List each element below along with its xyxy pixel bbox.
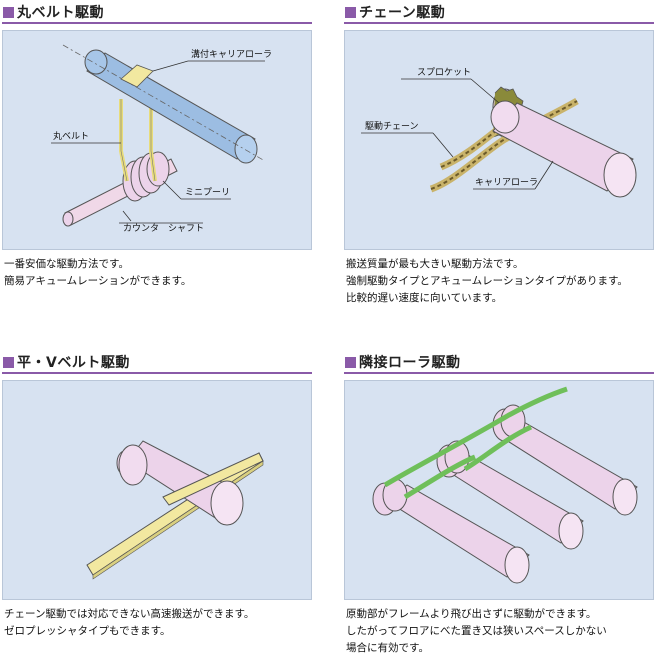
label-mini-pulley: ミニプーリ	[185, 187, 230, 198]
connecting-belt	[383, 386, 568, 500]
mini-pulley	[122, 151, 170, 202]
round-belt	[119, 97, 157, 182]
section-title: 隣接ローラ駆動	[359, 355, 461, 371]
adjacent-roller-illustration	[344, 380, 654, 600]
desc-line: 強制駆動タイプとアキュームレーションタイプがあります。	[346, 275, 628, 287]
description: 一番安価な駆動方法です。 簡易アキュームレーションができます。	[4, 256, 191, 290]
flat-belt-illustration	[2, 380, 312, 600]
desc-line: チェーン駆動では対応できない高速搬送ができます。	[4, 608, 255, 620]
desc-line: ゼロプレッシャタイプもできます。	[4, 625, 171, 637]
header-rule	[344, 22, 654, 24]
bullet-square-icon	[3, 7, 14, 18]
bullet-square-icon	[3, 357, 14, 368]
desc-line: 原動部がフレームより飛び出さずに駆動ができます。	[346, 608, 597, 620]
description: 搬送質量が最も大きい駆動方法です。 強制駆動タイプとアキュームレーションタイプが…	[346, 256, 628, 307]
desc-line: 場合に有効です。	[346, 642, 429, 654]
section-header: 平・Vベルト駆動	[2, 352, 312, 376]
label-round-belt: 丸ベルト	[53, 130, 89, 142]
header-rule	[344, 372, 654, 374]
desc-line: 簡易アキュームレーションができます。	[4, 275, 192, 287]
label-carrier-roller: キャリアローラ	[475, 177, 538, 188]
label-sprocket: スプロケット	[417, 67, 471, 78]
panel-flat-v-belt: 平・Vベルト駆動 チェーン駆動では対応できない高速搬送ができます。 ゼロプレッシ…	[2, 352, 312, 637]
label-drive-chain: 駆動チェーン	[365, 121, 419, 132]
description: 原動部がフレームより飛び出さずに駆動ができます。 したがってフロアにべた置き又は…	[346, 606, 607, 657]
desc-line: 比較的遅い速度に向いています。	[346, 292, 503, 304]
panel-round-belt: 丸ベルト駆動	[2, 2, 312, 287]
section-header: チェーン駆動	[344, 2, 654, 26]
bullet-square-icon	[345, 357, 356, 368]
description: チェーン駆動では対応できない高速搬送ができます。 ゼロプレッシャタイプもできます…	[4, 606, 254, 640]
label-counter-shaft: カウンタ シャフト	[123, 223, 204, 234]
carrier-roller	[492, 404, 638, 516]
section-header: 丸ベルト駆動	[2, 2, 312, 26]
section-title: 丸ベルト駆動	[17, 5, 104, 21]
panel-chain: チェーン駆動	[344, 2, 654, 304]
panel-adjacent-roller: 隣接ローラ駆動	[344, 352, 654, 654]
carrier-roller	[490, 100, 637, 198]
section-title: 平・Vベルト駆動	[17, 355, 130, 371]
carrier-roller	[116, 440, 244, 526]
header-rule	[2, 22, 312, 24]
header-rule	[2, 372, 312, 374]
desc-line: 一番安価な駆動方法です。	[4, 258, 129, 270]
round-belt-illustration: 溝付キャリアローラ 丸ベルト ミニプーリ カウンタ シャフト	[2, 30, 312, 250]
grooved-carrier-roller	[62, 44, 266, 164]
desc-line: 搬送質量が最も大きい駆動方法です。	[346, 258, 524, 270]
bullet-square-icon	[345, 7, 356, 18]
label-carrier-roller: 溝付キャリアローラ	[191, 48, 272, 60]
section-title: チェーン駆動	[359, 5, 446, 21]
desc-line: したがってフロアにべた置き又は狭いスペースしかない	[346, 625, 607, 637]
chain-illustration: スプロケット 駆動チェーン キャリアローラ	[344, 30, 654, 250]
section-header: 隣接ローラ駆動	[344, 352, 654, 376]
